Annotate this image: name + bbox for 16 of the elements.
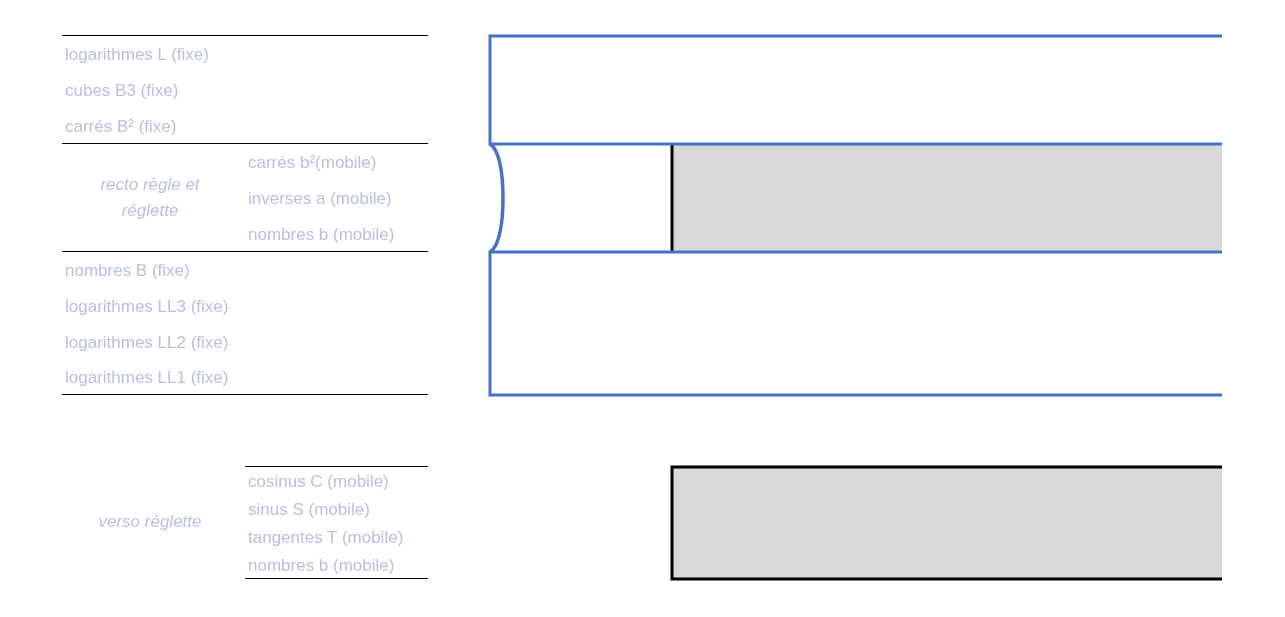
scale-name: logarithmes LL2 (fixe) (65, 332, 229, 354)
scale-name: nombres b (mobile) (248, 555, 395, 577)
section-title: verso réglette (98, 511, 202, 533)
scale-name: logarithmes L (fixe) (65, 44, 209, 66)
scale-name: nombres B (fixe) (65, 260, 190, 282)
scale-name: tangentes T (mobile) (248, 527, 404, 549)
scale-name: nombres b (mobile) (248, 224, 395, 246)
scale-name: logarithmes LL3 (fixe) (65, 296, 229, 318)
scale-name: inverses a (mobile) (248, 188, 392, 210)
scale-name: cosinus C (mobile) (248, 471, 389, 493)
scale-name: sinus S (mobile) (248, 499, 370, 521)
scale-name: carrés b²(mobile) (248, 152, 377, 174)
section-title: recto règle et réglette (99, 174, 201, 222)
scale-name: logarithmes LL1 (fixe) (65, 367, 229, 389)
scale-name: cubes B3 (fixe) (65, 80, 179, 102)
scale-name: carrés B² (fixe) (65, 116, 177, 138)
